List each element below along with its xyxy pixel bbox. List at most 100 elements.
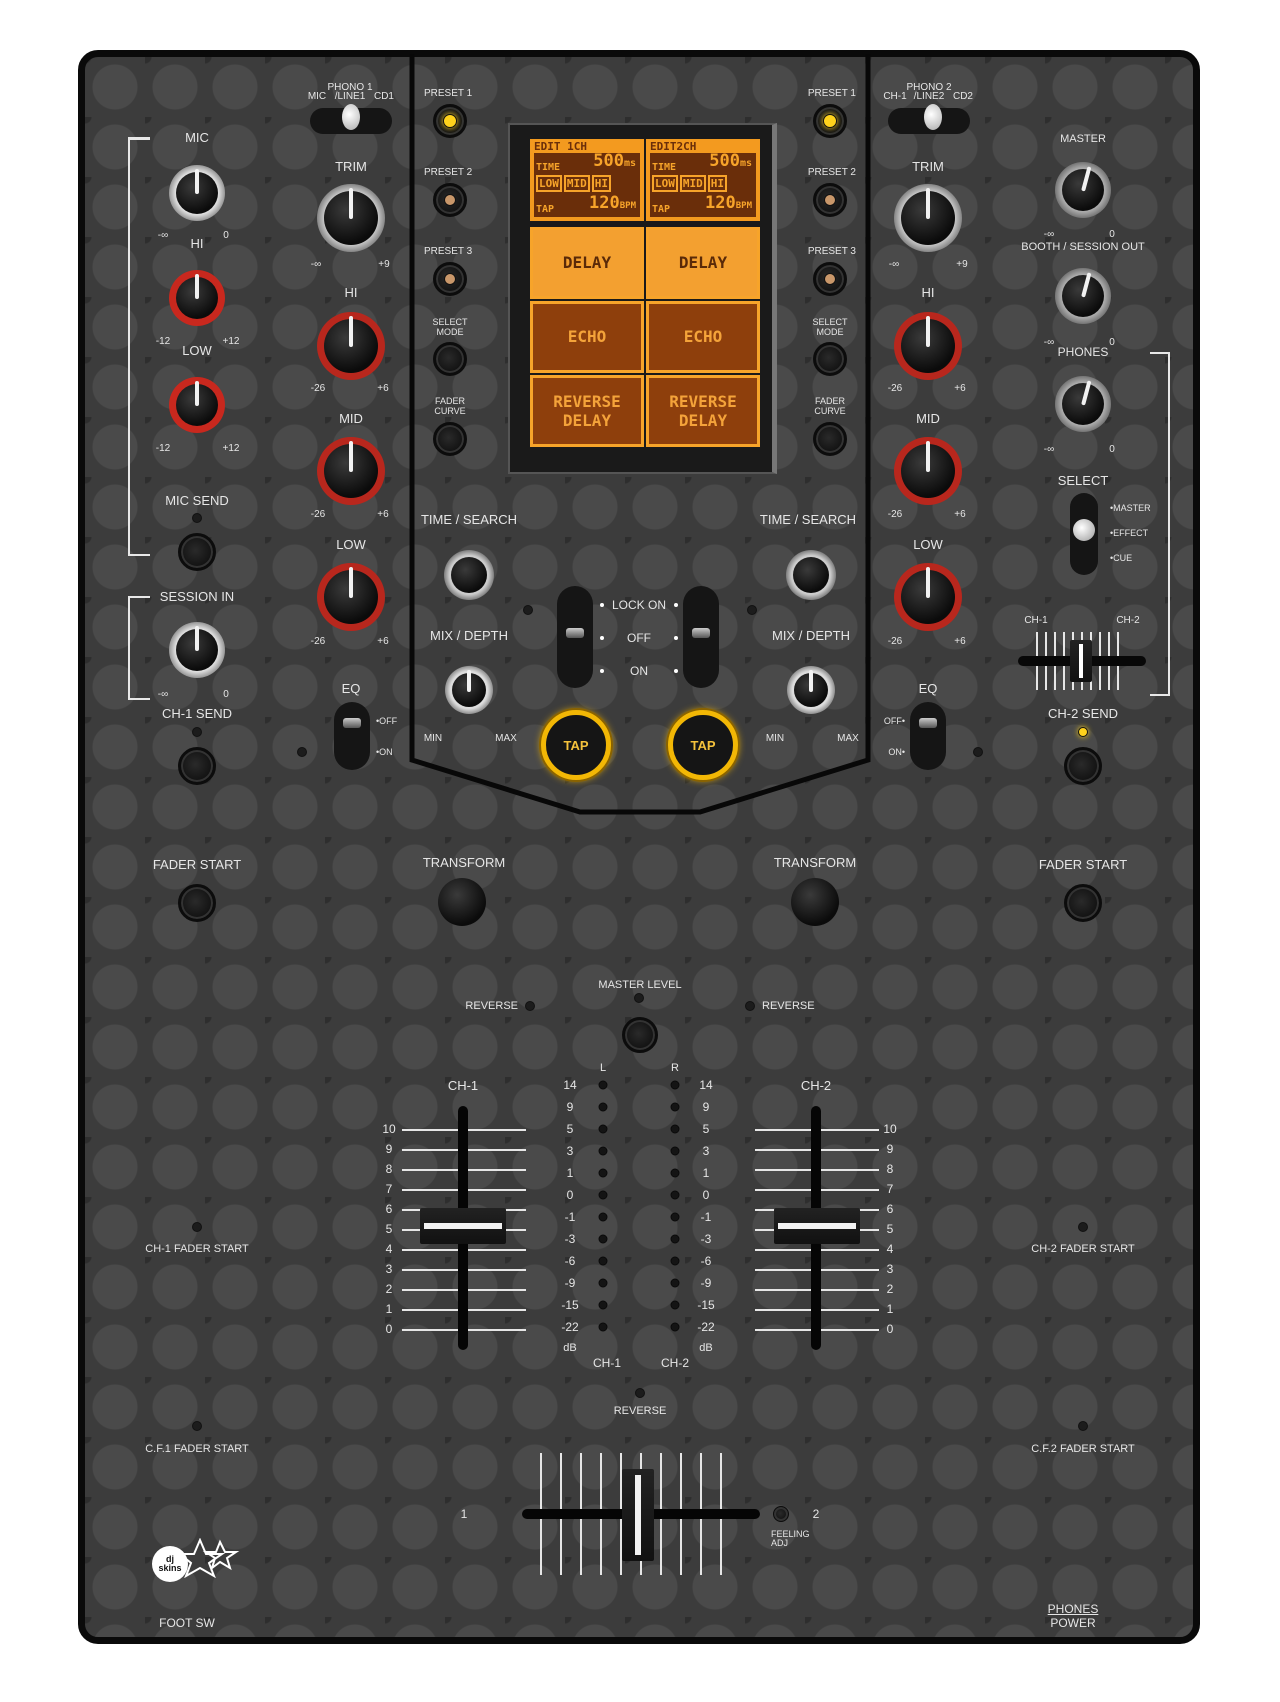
- ch1-low-knob[interactable]: [317, 563, 385, 631]
- lock-dot: [674, 669, 678, 673]
- ch1-eq-switch[interactable]: [334, 702, 370, 770]
- booth-knob[interactable]: [1055, 268, 1111, 324]
- ch2-send-label: CH-2 SEND: [1047, 706, 1119, 721]
- ch1-fader-knob[interactable]: [420, 1208, 506, 1244]
- preset2-right-button[interactable]: [813, 183, 847, 217]
- lcd-ch1-time-value: 500: [593, 151, 624, 171]
- lock-switch-left[interactable]: [557, 586, 593, 688]
- preset1-right-button[interactable]: [813, 104, 847, 138]
- lcd-ch1-time-unit: ms: [623, 158, 636, 169]
- ch1-trim-min: -∞: [310, 259, 322, 270]
- fader-start-left-button[interactable]: [178, 884, 216, 922]
- lcd-ch2-tap-value: 120: [705, 193, 736, 213]
- mix-depth-left-knob[interactable]: [445, 666, 493, 714]
- ch2-scale-value: 3: [886, 1262, 894, 1276]
- mic-knob[interactable]: [169, 165, 225, 221]
- ch1-mid-knob[interactable]: [317, 437, 385, 505]
- session-in-label: SESSION IN: [159, 589, 235, 604]
- preset1-left-button[interactable]: [433, 104, 467, 138]
- lcd-ch2-time-label: TIME: [652, 162, 677, 173]
- meter-scale-left: -15: [561, 1298, 579, 1312]
- select-mode-right-button[interactable]: [813, 342, 847, 376]
- lock-switch-right[interactable]: [683, 586, 719, 688]
- ch2-mid-knob[interactable]: [894, 437, 962, 505]
- preset3-left-label: PRESET 3: [424, 246, 473, 257]
- preset3-left-button[interactable]: [433, 262, 467, 296]
- time-search-right-knob[interactable]: [786, 550, 836, 600]
- ch2-fader-label: CH-2: [800, 1078, 832, 1093]
- crossfader-knob[interactable]: [622, 1469, 654, 1561]
- cue-mix-ch1-label: CH-1: [1024, 615, 1048, 626]
- ch1-eq-led: [297, 747, 307, 757]
- ch2-scale-value: 1: [886, 1302, 894, 1316]
- meter-led-r: [670, 1278, 680, 1288]
- meter-scale-right: 5: [702, 1122, 710, 1136]
- transform-right-label: TRANSFORM: [773, 855, 857, 870]
- phones-max: 0: [1109, 444, 1115, 455]
- mic-hi-knob[interactable]: [169, 270, 225, 326]
- lcd-ch1-band-mid[interactable]: MID: [563, 175, 590, 192]
- ch1-hi-knob[interactable]: [317, 312, 385, 380]
- ch1-hi-min: -26: [310, 383, 326, 394]
- feeling-adjust-button[interactable]: [773, 1506, 789, 1522]
- ch1-scale-value: 2: [385, 1282, 393, 1296]
- lock-on-position-label: ON: [630, 664, 648, 678]
- ch1-eq-label: EQ: [341, 681, 361, 696]
- lcd-ch1-echo-button[interactable]: ECHO: [530, 301, 644, 373]
- mic-low-knob[interactable]: [169, 377, 225, 433]
- lcd-ch2-delay-button[interactable]: DELAY: [646, 227, 760, 299]
- lcd-ch2-band-mid[interactable]: MID: [679, 175, 706, 192]
- preset3-right-button[interactable]: [813, 262, 847, 296]
- ch2-scale-value: 6: [886, 1202, 894, 1216]
- meter-ch1-label: CH-1: [592, 1356, 622, 1370]
- lcd-ch1-reverse-delay-button[interactable]: REVERSE DELAY: [530, 375, 644, 447]
- ch2-trim-knob[interactable]: [894, 184, 962, 252]
- master-knob[interactable]: [1055, 162, 1111, 218]
- tap-left-button[interactable]: TAP: [541, 710, 611, 780]
- ch2-send-button[interactable]: [1064, 747, 1102, 785]
- ch1-scale-value: 0: [385, 1322, 393, 1336]
- tap-right-button[interactable]: TAP: [668, 710, 738, 780]
- lcd-ch2-band-hi[interactable]: HI: [707, 175, 727, 192]
- preset2-left-button[interactable]: [433, 183, 467, 217]
- time-search-left-knob[interactable]: [444, 550, 494, 600]
- lcd-ch2-echo-button[interactable]: ECHO: [646, 301, 760, 373]
- meter-scale-right: -3: [700, 1232, 712, 1246]
- lcd-ch1-band-hi[interactable]: HI: [591, 175, 611, 192]
- cf2-fader-start-label: C.F.2 FADER START: [1031, 1443, 1135, 1455]
- ch1-fader-label: CH-1: [447, 1078, 479, 1093]
- meter-ch2-label: CH-2: [660, 1356, 690, 1370]
- ch2-hi-max: +6: [954, 383, 966, 394]
- phones-knob[interactable]: [1055, 376, 1111, 432]
- fader-curve-left-button[interactable]: [433, 422, 467, 456]
- lcd-ch1-band-low[interactable]: LOW: [536, 175, 562, 192]
- lcd-ch1-delay-button[interactable]: DELAY: [530, 227, 644, 299]
- ch2-low-knob[interactable]: [894, 563, 962, 631]
- transform-right-lever[interactable]: [791, 878, 839, 926]
- fader-curve-right-button[interactable]: [813, 422, 847, 456]
- select-mode-left-button[interactable]: [433, 342, 467, 376]
- phones-select-switch[interactable]: [1070, 493, 1098, 575]
- master-level-button[interactable]: [622, 1017, 658, 1053]
- lcd-ch2-band-low[interactable]: LOW: [652, 175, 678, 192]
- ch1-send-button[interactable]: [178, 747, 216, 785]
- booth-min: -∞: [1043, 337, 1055, 348]
- lcd-ch2-reverse-delay-button[interactable]: REVERSE DELAY: [646, 375, 760, 447]
- input-selector-1[interactable]: [310, 104, 392, 134]
- ch2-hi-knob[interactable]: [894, 312, 962, 380]
- input-selector-2[interactable]: [888, 104, 970, 134]
- mix-depth-right-knob[interactable]: [787, 666, 835, 714]
- mic-send-button[interactable]: [178, 533, 216, 571]
- transform-left-lever[interactable]: [438, 878, 486, 926]
- meter-scale-right: 3: [702, 1144, 710, 1158]
- ch1-trim-knob[interactable]: [317, 184, 385, 252]
- session-in-knob[interactable]: [169, 622, 225, 678]
- cue-mix-fader[interactable]: [1070, 640, 1092, 682]
- ch2-send-led: [1078, 727, 1088, 737]
- cf1-fader-start-led: [192, 1421, 202, 1431]
- preset1-left-label: PRESET 1: [424, 88, 473, 99]
- ch2-eq-switch[interactable]: [910, 702, 946, 770]
- fader-start-right-button[interactable]: [1064, 884, 1102, 922]
- ch2-fader-knob[interactable]: [774, 1208, 860, 1244]
